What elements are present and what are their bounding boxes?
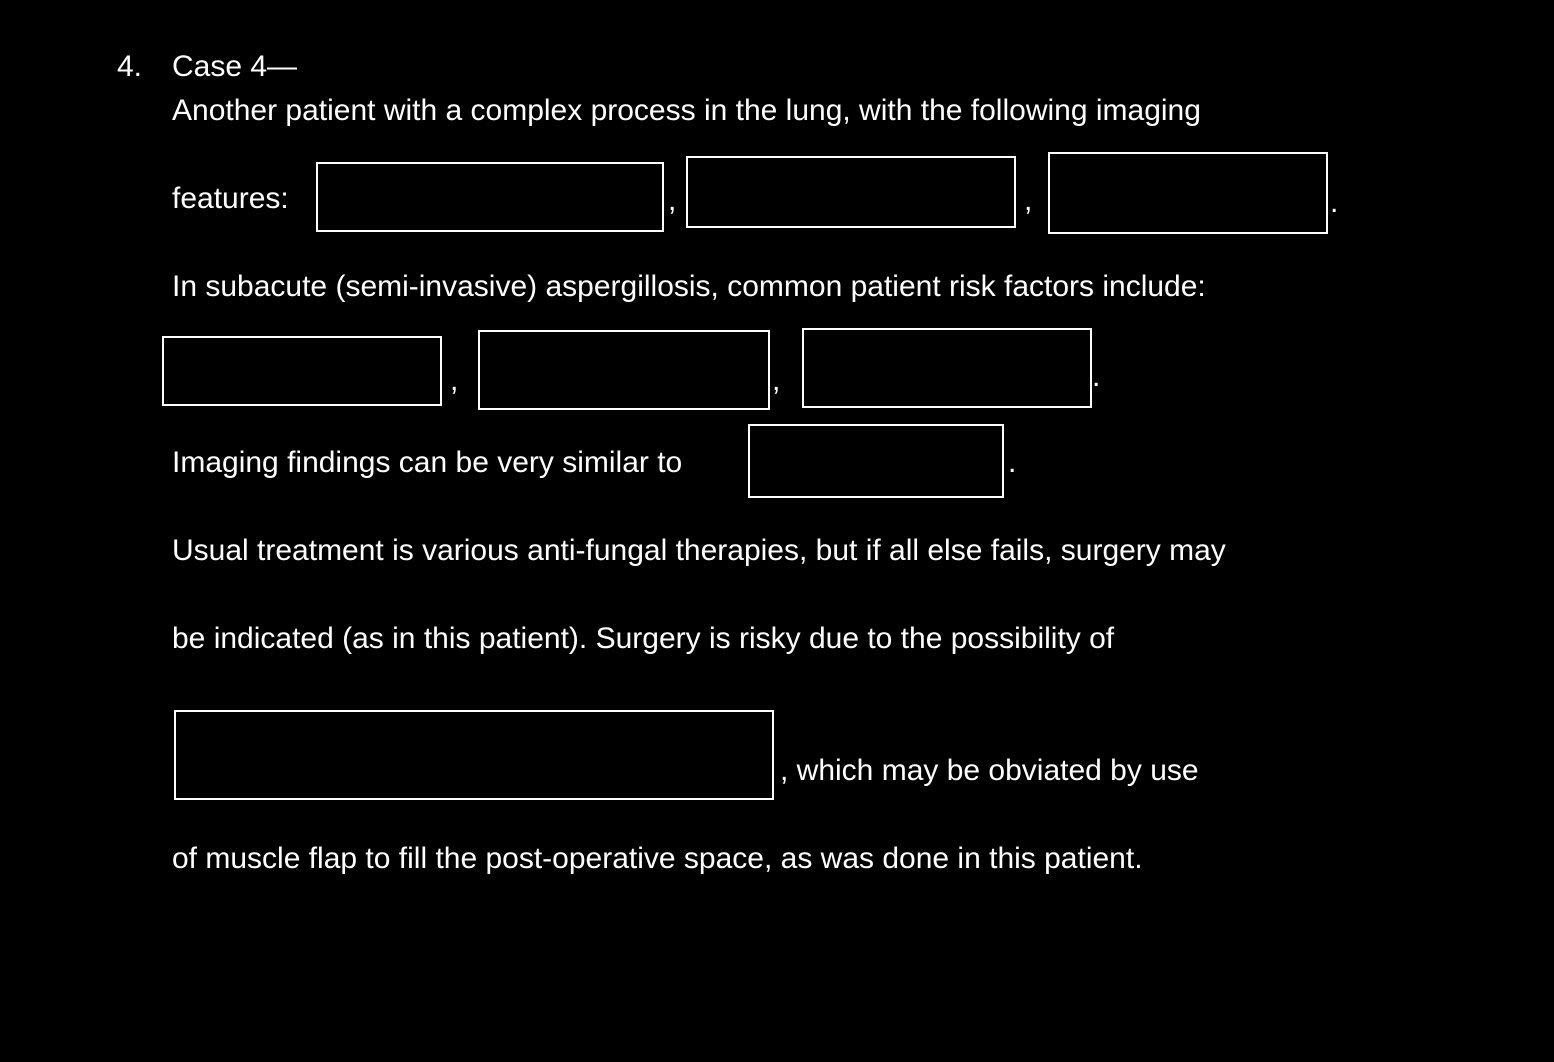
similar-to-label: Imaging findings can be very similar to (172, 446, 683, 479)
comma-separator: , (1024, 184, 1033, 217)
final-line: of muscle flap to fill the post-operativ… (172, 842, 1143, 875)
feature-answer-box-2[interactable] (686, 156, 1016, 228)
risk-factor-answer-box-1[interactable] (162, 336, 442, 406)
complication-answer-box[interactable] (174, 710, 774, 800)
question-number: 4. (117, 50, 143, 83)
risk-factor-answer-box-3[interactable] (802, 328, 1092, 408)
similar-to-answer-box[interactable] (748, 424, 1004, 498)
comma-separator: , (772, 364, 781, 397)
obviated-text: , which may be obviated by use (780, 754, 1199, 787)
case-title: Case 4— (172, 50, 298, 83)
features-label: features: (172, 182, 289, 215)
risk-factor-answer-box-2[interactable] (478, 330, 770, 410)
treatment-line-2: be indicated (as in this patient). Surge… (172, 622, 1115, 655)
feature-answer-box-1[interactable] (316, 162, 664, 232)
comma-separator: , (668, 184, 677, 217)
period-mark: . (1330, 186, 1339, 219)
intro-line: Another patient with a complex process i… (172, 94, 1201, 127)
period-mark: . (1008, 446, 1017, 479)
treatment-line-1: Usual treatment is various anti-fungal t… (172, 534, 1226, 567)
risk-factors-intro: In subacute (semi-invasive) aspergillosi… (172, 270, 1206, 303)
feature-answer-box-3[interactable] (1048, 152, 1328, 234)
comma-separator: , (450, 364, 459, 397)
period-mark: . (1092, 360, 1101, 393)
